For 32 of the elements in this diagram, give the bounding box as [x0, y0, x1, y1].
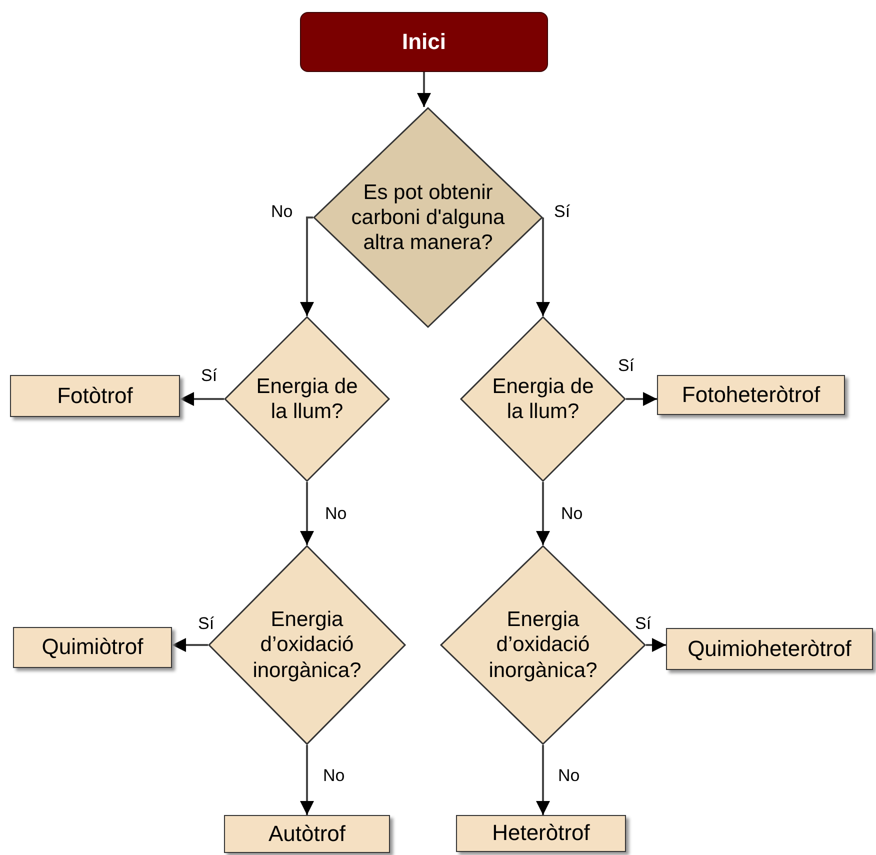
result-box — [13, 627, 172, 668]
result-box — [456, 815, 626, 852]
arrow — [180, 392, 224, 406]
node-text: Energia d’oxidació inorgànica? — [252, 607, 362, 683]
node-text: Es pot obtenir carboni d'alguna altra manera? — [350, 180, 506, 256]
arrow — [300, 216, 314, 316]
result-box — [657, 375, 845, 415]
node-text: Inici — [400, 28, 447, 56]
node-text: Quimiòtrof — [40, 634, 144, 661]
arrow — [417, 72, 431, 107]
result-box — [10, 375, 180, 417]
result-box — [666, 628, 873, 670]
arrow — [536, 482, 550, 545]
node-text: Energia de la llum? — [491, 374, 595, 424]
arrow — [536, 216, 550, 316]
result-box — [224, 815, 390, 853]
decision-diamond — [313, 107, 543, 328]
node-text: Autòtrof — [267, 820, 347, 848]
arrow — [646, 638, 666, 652]
node-text: Quimioheteròtrof — [686, 636, 852, 662]
node-text: Heteròtrof — [491, 820, 591, 847]
node-text: Fotòtrof — [56, 382, 134, 410]
start-box — [300, 12, 548, 72]
arrow — [300, 745, 314, 815]
arrow — [300, 482, 314, 545]
decision-diamond — [224, 316, 390, 482]
arrow — [172, 638, 208, 652]
node-text: Energia d’oxidació inorgànica? — [488, 607, 598, 683]
arrow — [536, 745, 550, 815]
node-text: Energia de la llum? — [255, 374, 359, 424]
node-text: Fotoheteròtrof — [680, 382, 822, 408]
arrow — [626, 392, 657, 406]
